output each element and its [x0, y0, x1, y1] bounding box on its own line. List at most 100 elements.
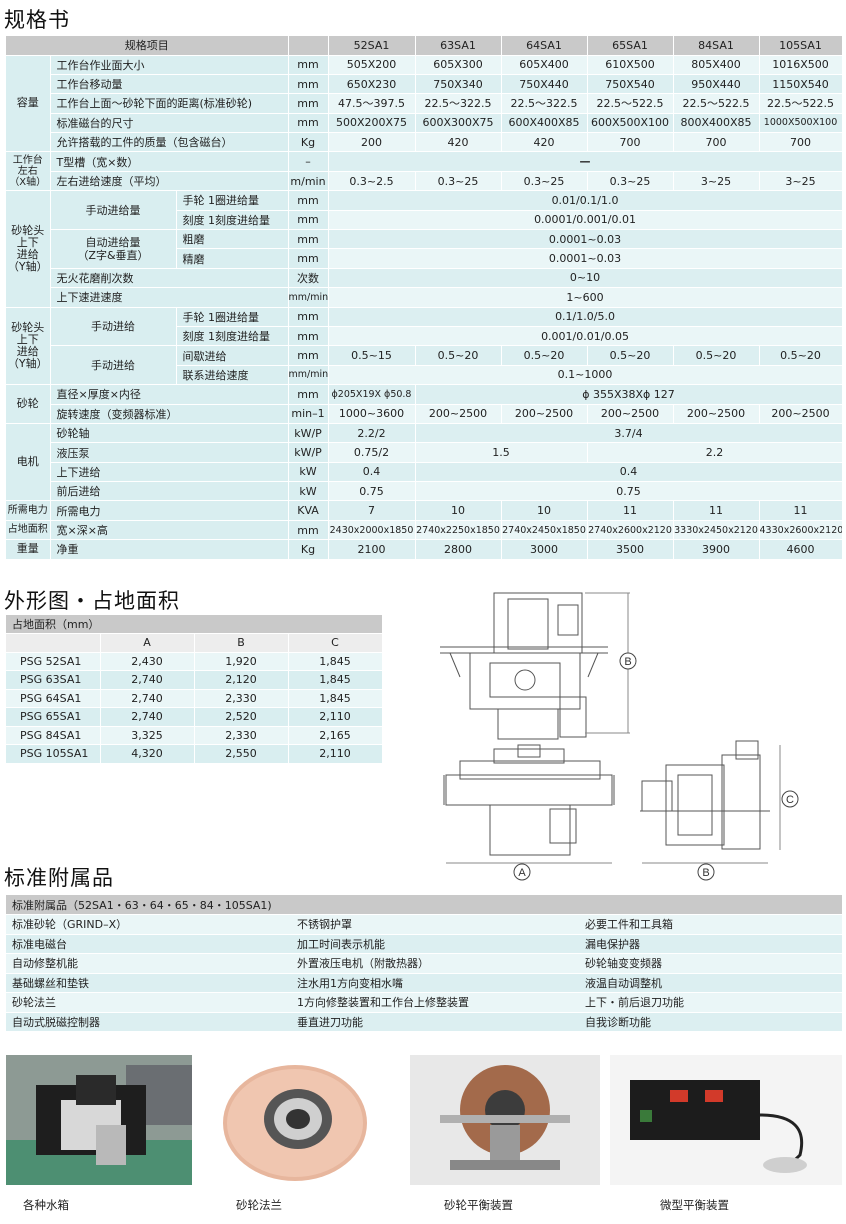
spec-item: 砂轮轴 — [50, 423, 289, 444]
spec-value: 0.3~25 — [415, 171, 502, 192]
spec-value: 47.5～397.5 — [328, 93, 416, 114]
spec-unit: kW — [288, 481, 329, 502]
spec-value: 200 — [328, 132, 416, 153]
footprint-model: PSG 65SA1 — [6, 707, 101, 727]
table-row: PSG 84SA1 3,325 2,330 2,165 — [6, 726, 383, 745]
spec-row: 自动进给量 （Z字&垂直） 粗磨 mm 0.0001~0.03 — [6, 229, 843, 269]
footprint-cell: 2,110 — [288, 744, 383, 764]
spec-value: 0.3~25 — [587, 171, 674, 192]
spec-value: 0.5~15 — [328, 345, 416, 366]
table-row: 砂轮法兰 1方向修整装置和工作台上修整装置 上下・前后退刀功能 — [6, 992, 843, 1013]
spec-value: 200~2500 — [587, 404, 674, 424]
spec-value: 505X200 — [328, 55, 416, 75]
spec-unit: KVA — [288, 500, 329, 521]
wheel-flange-photo — [210, 1055, 380, 1185]
table-row: PSG 105SA1 4,320 2,550 2,110 — [6, 744, 383, 764]
spec-unit: mm — [288, 326, 329, 347]
spec-value: 11 — [587, 500, 674, 521]
footprint-cell: 2,550 — [194, 744, 289, 764]
footprint-model: PSG 64SA1 — [6, 689, 101, 708]
category-motor: 电机 — [6, 423, 51, 502]
spec-unit: mm — [288, 113, 329, 134]
spec-header-item: 规格项目 — [6, 36, 289, 56]
spec-subitem: 联系进给速度 — [176, 365, 289, 386]
front-view-drawing — [443, 744, 615, 856]
footprint-cell: 3,325 — [100, 726, 195, 745]
table-row: PSG 65SA1 2,740 2,520 2,110 — [6, 707, 383, 727]
spec-row: 电机 砂轮轴 kW/P 2.2/2 3.7/4 — [6, 423, 843, 502]
spec-value: 0.4 — [328, 462, 416, 483]
spec-item: 工作台移动量 — [50, 74, 289, 95]
spec-value: 950X440 — [673, 74, 760, 95]
footprint-cell: 2,110 — [288, 707, 383, 727]
spec-group: 手动进给 — [50, 307, 177, 347]
spec-item: 工作台作业面大小 — [50, 55, 289, 75]
spec-value: 200~2500 — [759, 404, 843, 424]
accessory-item: 垂直进刀功能 — [291, 1012, 579, 1032]
spec-item: 无火花磨削次数 — [50, 268, 289, 289]
spec-value: 2100 — [328, 539, 416, 560]
label-c-circle — [781, 790, 799, 808]
top-view-drawing — [440, 592, 608, 740]
table-row: 自动式脱磁控制器 垂直进刀功能 自我诊断功能 — [6, 1012, 843, 1032]
spec-value: 0.5~20 — [501, 345, 588, 366]
spec-row: 允许搭载的工件的质量（包含磁台） Kg 200 420 420 700 700 … — [6, 132, 843, 153]
table-row: 自动修整机能 外置液压电机（附散热器） 砂轮轴变变频器 — [6, 953, 843, 974]
spec-value: 800X400X85 — [673, 113, 760, 134]
spec-value: 0.1/1.0/5.0 — [328, 307, 843, 327]
spec-unit: mm — [288, 210, 329, 231]
spec-value: 22.5～522.5 — [587, 93, 674, 114]
footprint-cell: 2,520 — [194, 707, 289, 727]
spec-row: 容量 工作台作业面大小 mm 505X200 605X300 605X400 6… — [6, 55, 843, 153]
spec-item: 标准磁台的尺寸 — [50, 113, 289, 134]
spec-unit: mm — [288, 248, 329, 269]
accessories-table: 标准附属品（52SA1・63・64・65・84・105SA1) 标准砂轮（GRI… — [6, 895, 843, 1032]
spec-row: 砂轮 直径×厚度×内径 mm ϕ205X19X ϕ50.8 ϕ 355X38Xϕ… — [6, 384, 843, 424]
category-wheelhead-y-2: 砂轮头 上下 进给 （Y轴） — [6, 307, 51, 386]
spec-unit: kW/P — [288, 442, 329, 463]
spec-header-model: 64SA1 — [501, 36, 588, 56]
spec-value: 0.5~20 — [673, 345, 760, 366]
spec-row: 前后进给 kW 0.75 0.75 — [6, 481, 843, 502]
spec-subitem: 间歇进给 — [176, 345, 289, 366]
coolant-tank-photo — [6, 1055, 192, 1185]
spec-value: 600X300X75 — [415, 113, 502, 134]
table-row: PSG 52SA1 2,430 1,920 1,845 — [6, 652, 383, 671]
category-power: 所需电力 — [6, 500, 51, 521]
spec-value: 2.2/2 — [328, 423, 416, 444]
footprint-cell: 2,330 — [194, 726, 289, 745]
spec-item: T型槽（宽×数） — [50, 151, 289, 172]
spec-value: 0.3~2.5 — [328, 171, 416, 192]
spec-unit: Kg — [288, 132, 329, 153]
spec-item: 前后进给 — [50, 481, 289, 502]
spec-value: 0.75/2 — [328, 442, 416, 463]
wheel-balancer-photo — [410, 1055, 600, 1185]
spec-subitem: 刻度 1刻度进给量 — [176, 326, 289, 347]
accessory-item: 加工时间表示机能 — [291, 934, 579, 954]
spec-value: 0.001/0.01/0.05 — [328, 326, 843, 347]
footprint-model: PSG 63SA1 — [6, 670, 101, 690]
spec-item: 直径×厚度×内径 — [50, 384, 289, 405]
spec-item: 上下进给 — [50, 462, 289, 483]
spec-value: 11 — [673, 500, 760, 521]
accessory-item: 必要工件和工具箱 — [579, 914, 843, 935]
spec-value: 805X400 — [673, 55, 760, 75]
footprint-model: PSG 105SA1 — [6, 744, 101, 764]
footprint-col-header: A — [100, 633, 195, 653]
category-wheel: 砂轮 — [6, 384, 51, 424]
spec-value: 1000~3600 — [328, 404, 416, 424]
spec-subitem: 手轮 1圈进给量 — [176, 307, 289, 327]
accessory-item: 注水用1方向变相水嘴 — [291, 973, 579, 993]
spec-value: 1016X500 — [759, 55, 843, 75]
spec-value: 0.75 — [415, 481, 843, 502]
photo-caption: 微型平衡装置 — [660, 1198, 729, 1212]
footprint-cell: 2,740 — [100, 670, 195, 690]
footprint-caption: 占地面积（mm） — [6, 615, 383, 634]
spec-value: 7 — [328, 500, 416, 521]
spec-value: 0.5~20 — [587, 345, 674, 366]
spec-item: 左右进给速度（平均） — [50, 171, 289, 192]
spec-value: 0.01/0.1/1.0 — [328, 190, 843, 211]
spec-row: 液压泵 kW/P 0.75/2 1.5 2.2 — [6, 442, 843, 463]
spec-unit: m/min — [288, 171, 329, 192]
spec-value: 200~2500 — [673, 404, 760, 424]
